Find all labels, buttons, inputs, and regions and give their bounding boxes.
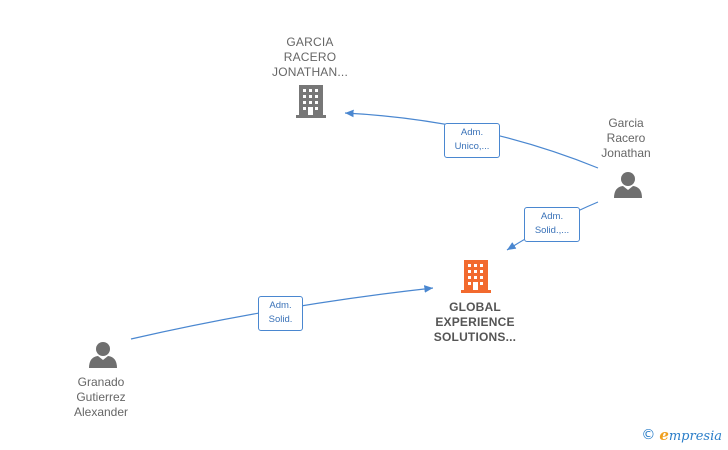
label-line: GLOBAL [449,300,501,314]
label-line: Gutierrez [76,390,126,404]
person-garcia-label[interactable]: Garcia Racero Jonathan [586,116,666,161]
edge-label-adm-solid-granado[interactable]: Adm. Solid. [258,296,303,331]
person-granado-label[interactable]: Granado Gutierrez Alexander [56,375,146,420]
label-line: EXPERIENCE [435,315,515,329]
copyright-icon: © [641,427,656,443]
edge-label-line: Adm. [460,127,484,138]
brand-logo: empresia [659,426,722,444]
edge-label-line: Solid.,... [534,225,570,236]
label-line: Racero [606,131,646,145]
label-line: Granado [77,375,125,389]
edge-label-line: Solid. [268,314,293,325]
edge-label-line: Adm. [269,300,292,311]
label-line: RACERO [283,50,337,64]
brand-initial: e [659,426,669,444]
label-line: JONATHAN... [272,65,348,79]
copyright-brand: © empresia [641,426,722,444]
label-line: Alexander [73,405,129,419]
person-icon[interactable] [89,342,117,368]
label-line: SOLUTIONS... [433,330,517,344]
label-line: GARCIA [286,35,334,49]
edge-label-adm-unico[interactable]: Adm. Unico,... [444,123,500,158]
building-icon[interactable] [296,85,326,118]
edge-label-adm-solid-garcia[interactable]: Adm. Solid.,... [524,207,580,242]
company-global-label[interactable]: GLOBAL EXPERIENCE SOLUTIONS... [420,300,530,345]
person-icon[interactable] [614,172,642,198]
building-icon[interactable] [461,260,491,293]
label-line: Jonathan [601,146,651,160]
edge-label-line: Adm. [540,211,564,222]
brand-name: mpresia [668,429,722,444]
company-garcia-label[interactable]: GARCIA RACERO JONATHAN... [262,35,358,80]
label-line: Garcia [608,116,644,130]
edge-label-line: Unico,... [454,141,490,152]
